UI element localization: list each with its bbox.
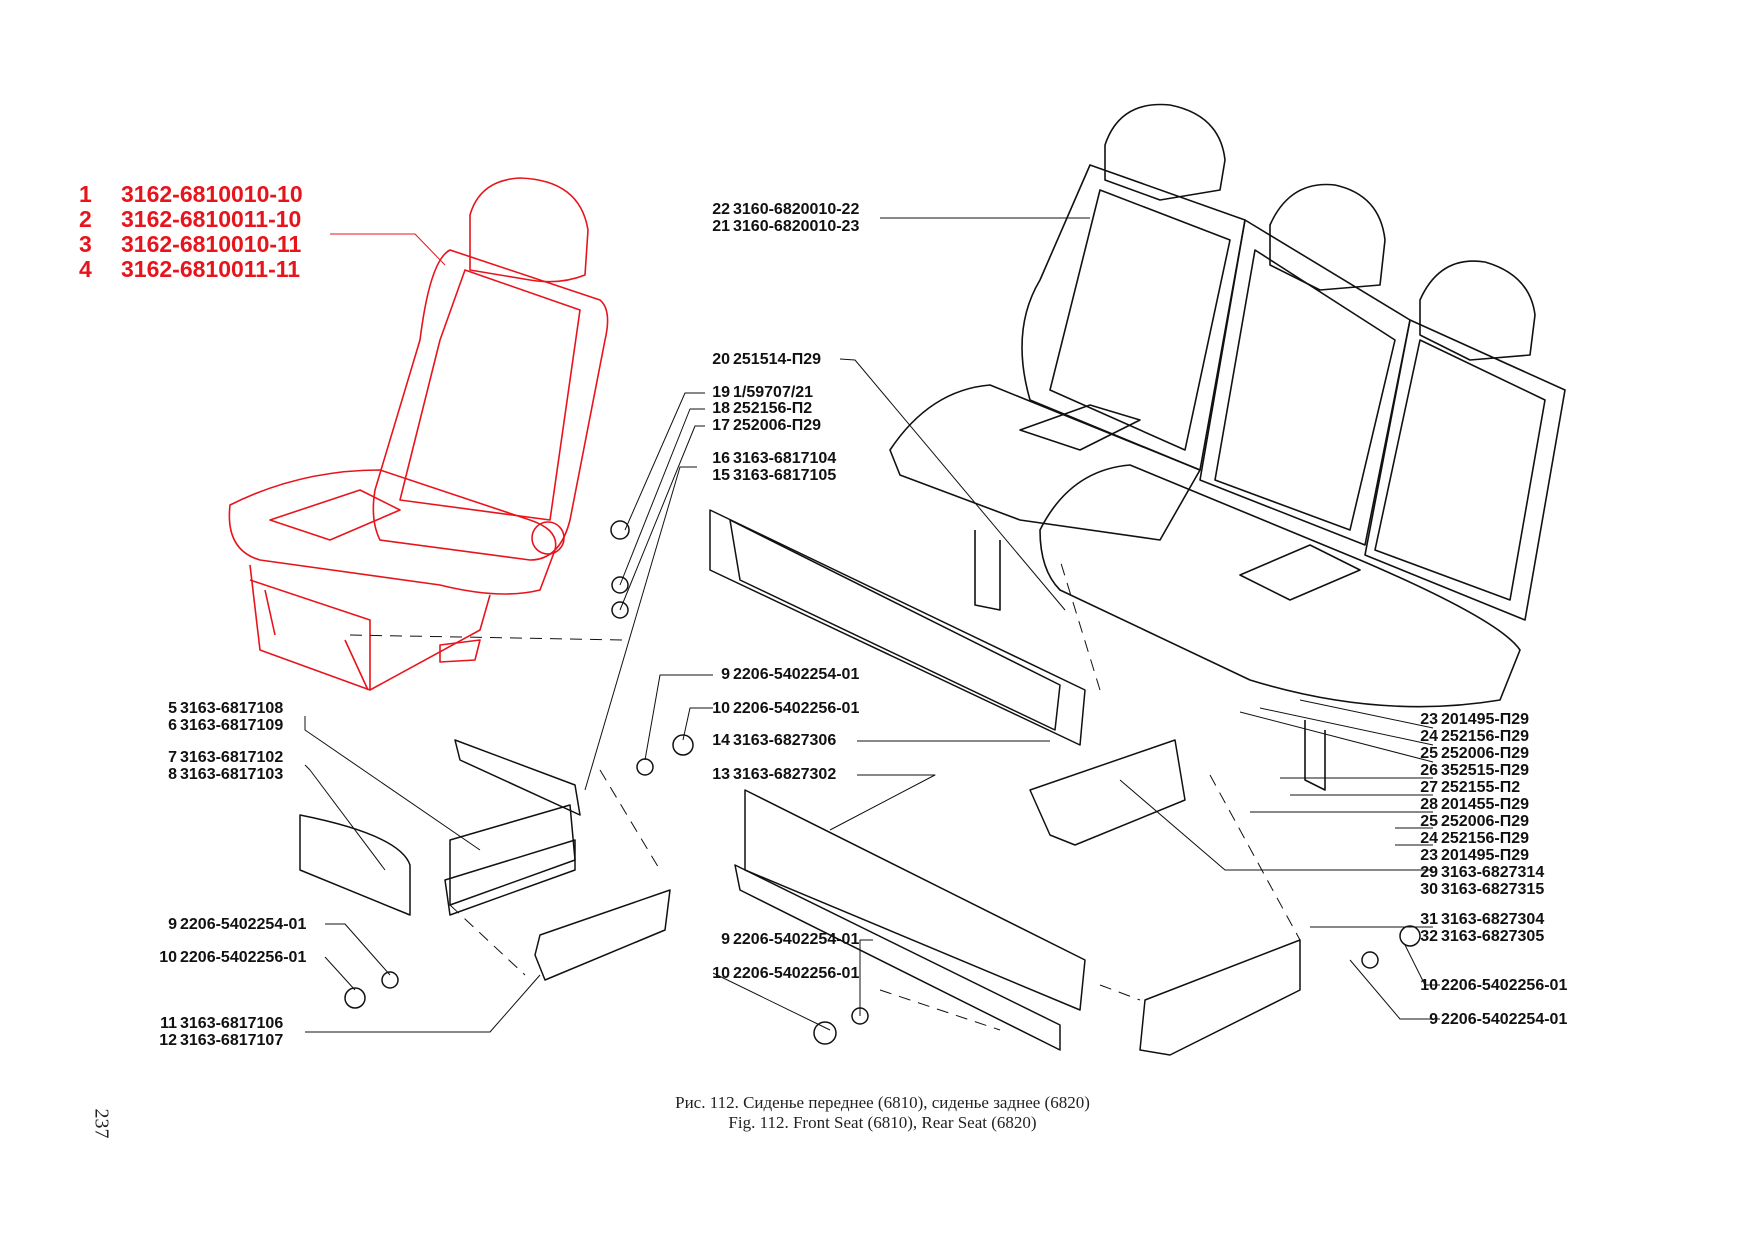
front-seat-drawing <box>228 177 609 691</box>
figure-caption-ru: Рис. 112. Сиденье переднее (6810), сиден… <box>675 1093 1090 1112</box>
leader-lines <box>304 217 1440 1033</box>
assembly-dashed-lines <box>349 559 1301 1031</box>
rear-seat-drawing <box>889 103 1566 791</box>
trim-parts-drawing <box>299 509 1421 1056</box>
page-number: 237 <box>90 1108 113 1139</box>
figure-caption-en: Fig. 112. Front Seat (6810), Rear Seat (… <box>728 1113 1037 1132</box>
